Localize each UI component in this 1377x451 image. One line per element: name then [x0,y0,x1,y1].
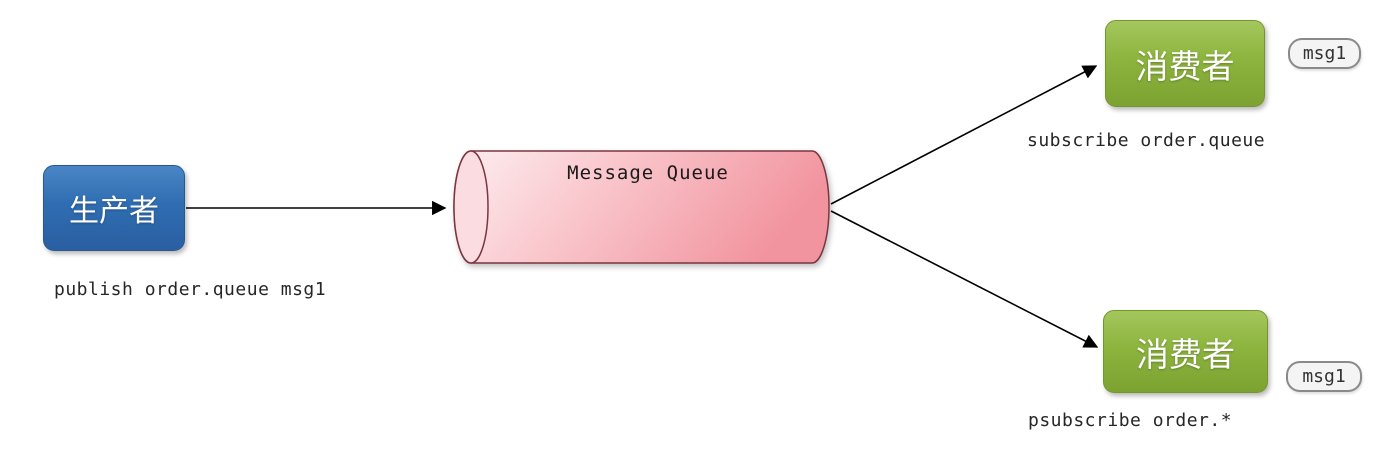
message-queue-label: Message Queue [567,162,729,184]
publish-caption: publish order.queue msg1 [54,279,327,300]
arrow-queue-to-bottom-consumer [830,210,1099,348]
cylinder-left-cap [453,150,489,264]
msg-badge-bottom: msg1 [1286,361,1362,392]
msg-badge-bottom-label: msg1 [1302,366,1346,387]
psubscribe-caption: psubscribe order.* [1028,410,1233,431]
consumer-top-label: 消费者 [1135,46,1235,86]
consumer-box-bottom: 消费者 [1103,310,1268,393]
msg-badge-top-label: msg1 [1302,43,1347,64]
arrow-queue-to-top-consumer [830,65,1098,205]
producer-label: 生产者 [69,194,159,229]
producer-box: 生产者 [43,165,185,251]
consumer-bottom-label: 消费者 [1136,334,1235,374]
msg-badge-top: msg1 [1288,38,1361,69]
consumer-box-top: 消费者 [1105,20,1265,107]
message-queue-cylinder [453,150,830,264]
subscribe-caption: subscribe order.queue [1027,130,1266,151]
